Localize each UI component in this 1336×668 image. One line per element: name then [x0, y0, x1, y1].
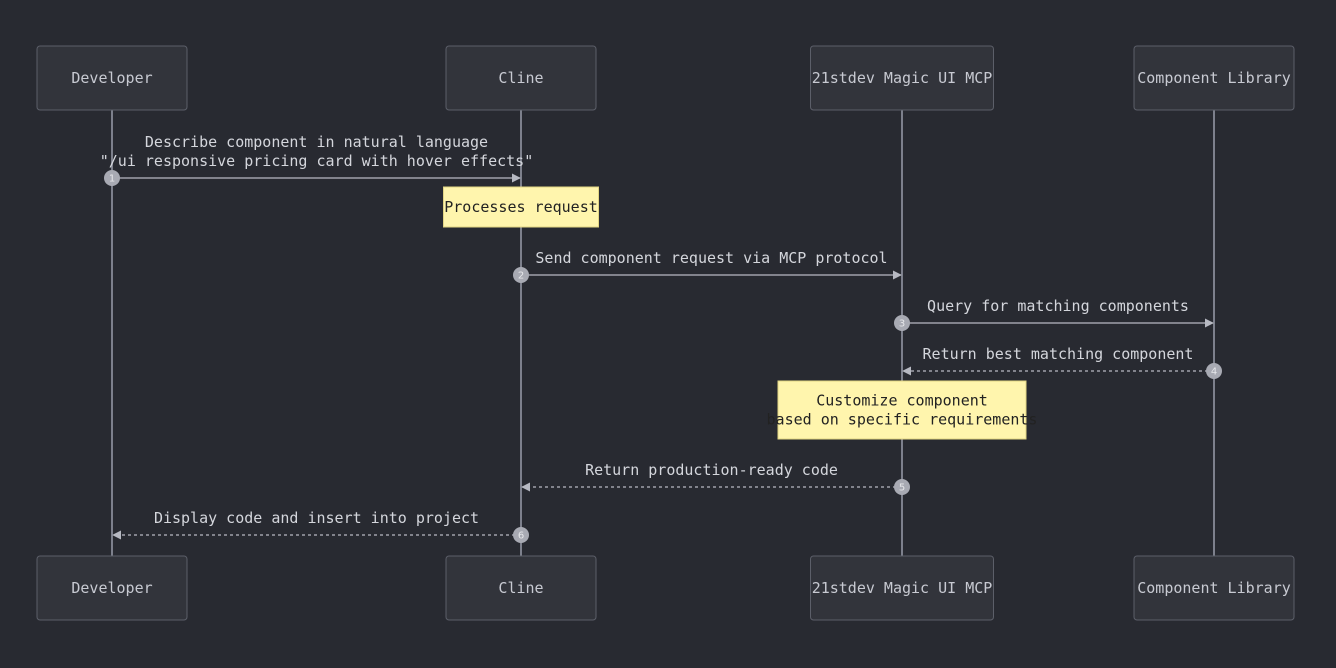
sequence-number-badge — [894, 315, 910, 331]
sequence-number: 5 — [899, 483, 905, 494]
sequence-number: 4 — [1211, 367, 1217, 378]
actor-box — [1133, 555, 1295, 621]
actor-box — [36, 555, 188, 621]
actor-label: 21stdev Magic UI MCP — [812, 579, 993, 597]
sequence-number-badge — [513, 527, 529, 543]
note-text: based on specific requirements — [767, 411, 1038, 429]
message-label: "/ui responsive pricing card with hover … — [100, 152, 533, 170]
sequence-number-badge — [513, 267, 529, 283]
sequence-number: 1 — [109, 174, 115, 185]
message-1[interactable]: Describe component in natural language"/… — [100, 133, 533, 186]
actor-box — [810, 555, 994, 621]
note-text: Processes request — [444, 198, 598, 216]
message-3[interactable]: Query for matching components 3 — [894, 297, 1214, 331]
note-box — [443, 186, 599, 228]
message-5[interactable]: Return production-ready code 5 — [521, 461, 910, 495]
actor-box — [1133, 45, 1295, 111]
message-label: Display code and insert into project — [154, 509, 479, 527]
actor-box — [445, 555, 597, 621]
actor-label: Developer — [71, 579, 152, 597]
actor-box — [445, 45, 597, 111]
actor-label: Component Library — [1137, 69, 1291, 87]
sequence-number: 6 — [518, 531, 524, 542]
actor-label: Developer — [71, 69, 152, 87]
actor-box — [36, 45, 188, 111]
message-label: Send component request via MCP protocol — [535, 249, 887, 267]
message-label: Return production-ready code — [585, 461, 838, 479]
actor-developer-top[interactable]: Developer — [36, 45, 188, 111]
sequence-number-badge — [894, 479, 910, 495]
actor-library-top[interactable]: Component Library — [1133, 45, 1295, 111]
sequence-number: 2 — [518, 271, 524, 282]
sequence-number-badge — [1206, 363, 1222, 379]
note-text: Customize component — [816, 392, 988, 410]
sequence-number: 3 — [899, 319, 905, 330]
actor-library-bottom[interactable]: Component Library — [1133, 555, 1295, 621]
sequence-number-badge — [104, 170, 120, 186]
actor-magic-bottom[interactable]: 21stdev Magic UI MCP — [810, 555, 994, 621]
actor-label: 21stdev Magic UI MCP — [812, 69, 993, 87]
message-2[interactable]: Send component request via MCP protocol 2 — [513, 249, 902, 283]
actor-cline-bottom[interactable]: Cline — [445, 555, 597, 621]
actor-cline-top[interactable]: Cline — [445, 45, 597, 111]
actor-label: Cline — [498, 69, 543, 87]
message-label: Describe component in natural language — [145, 133, 488, 151]
actor-label: Cline — [498, 579, 543, 597]
actor-magic-top[interactable]: 21stdev Magic UI MCP — [810, 45, 994, 111]
actor-developer-bottom[interactable]: Developer — [36, 555, 188, 621]
note-cline: Processes request — [443, 186, 599, 228]
message-6[interactable]: Display code and insert into project 6 — [112, 509, 529, 543]
note-box — [777, 380, 1027, 440]
message-label: Query for matching components — [927, 297, 1189, 315]
actor-box — [810, 45, 994, 111]
message-4[interactable]: Return best matching component 4 — [902, 345, 1222, 379]
message-label: Return best matching component — [923, 345, 1194, 363]
actor-label: Component Library — [1137, 579, 1291, 597]
